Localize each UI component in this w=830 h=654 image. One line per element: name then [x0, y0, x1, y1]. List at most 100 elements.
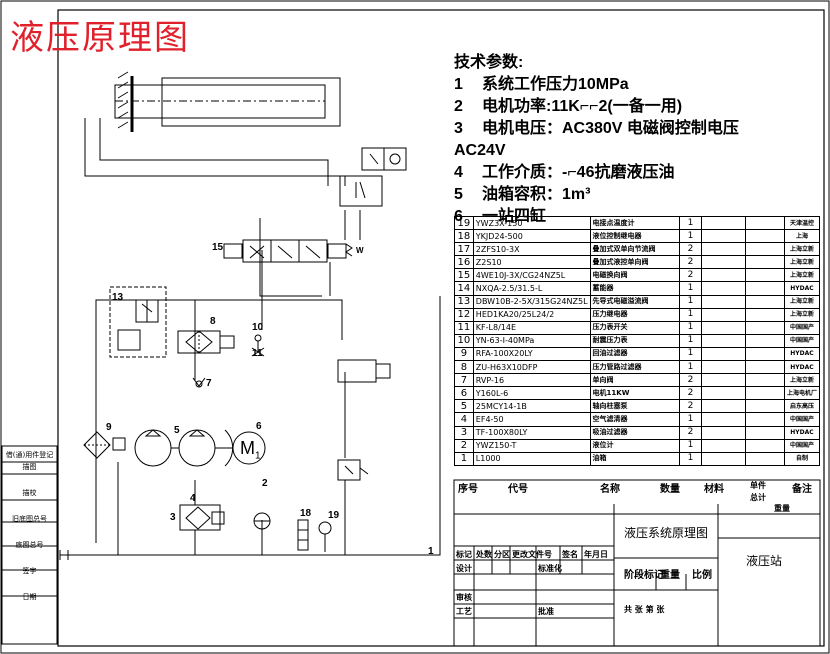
sidebar-grid	[1, 445, 58, 645]
pressure-filter-8	[177, 330, 235, 354]
bom-cell-rem: HYDAC	[783, 281, 821, 296]
bom-cell-nm: 叠加式双单向节流阀	[589, 242, 680, 257]
bom-cell-rem: 自制	[783, 451, 821, 466]
title-block-grid	[453, 479, 821, 647]
bom-cell-mat	[701, 307, 747, 322]
bom-header-qty: 数量	[660, 484, 680, 495]
bom-cell-qty: 2	[678, 373, 703, 388]
bom-cell-qty: 1	[678, 438, 703, 453]
bom-cell-wt	[745, 425, 785, 440]
bom-cell-nm: 先导式电磁溢流阀	[589, 294, 680, 309]
bom-cell-code: L1000	[472, 451, 591, 466]
bom-cell-no: 15	[454, 268, 474, 283]
bom-cell-code: DBW10B-2-5X/315G24NZ5L	[472, 294, 591, 309]
directional-valve-15	[223, 239, 353, 263]
bom-cell-no: 6	[454, 386, 474, 401]
bom-cell-mat	[701, 281, 747, 296]
bom-cell-wt	[745, 399, 785, 414]
label-4: 4	[190, 493, 196, 504]
label-15: 15	[212, 242, 224, 253]
bom-cell-code: 2ZFS10-3X	[472, 242, 591, 257]
bom-cell-nm: 压力继电器	[589, 307, 680, 322]
bom-cell-nm: 空气滤清器	[589, 412, 680, 427]
bom-cell-nm: 电接点温度计	[589, 215, 680, 231]
label-9: 9	[106, 422, 112, 433]
bom-cell-mat	[701, 268, 747, 283]
bom-cell-mat	[701, 215, 747, 231]
bom-cell-nm: 液位控制继电器	[589, 229, 680, 244]
bom-cell-rem: 上海电机厂	[783, 386, 821, 401]
tb-stage: 阶段标记	[624, 570, 664, 581]
bom-cell-code: RVP-16	[472, 373, 591, 388]
bom-cell-rem: 上海立新	[783, 268, 821, 283]
bom-cell-code: YKJD24-500	[472, 229, 591, 244]
bom-cell-mat	[701, 255, 747, 270]
bom-cell-mat	[701, 242, 747, 257]
sidebar-signature: 签字	[22, 567, 37, 575]
bom-cell-nm: 压力管路过滤器	[589, 360, 680, 375]
bom-cell-nm: 油箱	[589, 451, 680, 466]
bom-cell-no: 10	[454, 333, 474, 348]
bom-cell-code: YN-63-I-40MPa	[472, 333, 591, 348]
hydraulic-cylinder	[114, 71, 341, 132]
label-5: 5	[174, 425, 180, 436]
bom-cell-code: HED1KA20/25L24/2	[472, 307, 591, 322]
bom-cell-qty: 1	[678, 451, 703, 466]
bom-cell-rem: 上海立新	[783, 307, 821, 322]
bom-cell-no: 8	[454, 360, 474, 375]
bom-cell-qty: 1	[678, 360, 703, 375]
bom-cell-rem: 中国国产	[783, 333, 821, 348]
thermometer-19	[318, 521, 332, 552]
tb-approve: 批准	[538, 607, 554, 616]
tb-mark: 标记	[456, 550, 472, 559]
bom-cell-no: 19	[454, 215, 474, 231]
bom-cell-no: 17	[454, 242, 474, 257]
bom-cell-wt	[745, 320, 785, 335]
tb-design: 设计	[456, 564, 472, 573]
bom-cell-code: KF-L8/14E	[472, 320, 591, 335]
bom-cell-rem: 天津温控	[783, 215, 821, 231]
bom-cell-nm: 单向阀	[589, 373, 680, 388]
label-18: 18	[300, 508, 312, 519]
bom-cell-no: 4	[454, 412, 474, 427]
sidebar-old-base-no: 旧底图总号	[12, 515, 47, 523]
level-relay-18	[297, 519, 309, 551]
bom-cell-no: 2	[454, 438, 474, 453]
bom-cell-wt	[745, 281, 785, 296]
label-1: 1	[428, 546, 434, 557]
bom-cell-code: ZU-H63X10DFP	[472, 360, 591, 375]
bom-cell-qty: 1	[678, 294, 703, 309]
bom-cell-wt	[745, 215, 785, 231]
motor-symbol: M1	[240, 438, 261, 462]
bom-cell-wt	[745, 307, 785, 322]
bom-cell-mat	[701, 412, 747, 427]
bom-cell-code: YWZ3X-150	[472, 215, 591, 231]
bom-cell-mat	[701, 399, 747, 414]
bom-cell-code: 4WE10J-3X/CG24NZ5L	[472, 268, 591, 283]
relief-valve-13	[109, 286, 167, 358]
bom-header-seq: 序号	[458, 484, 478, 495]
pipe-lines	[84, 118, 361, 555]
bom-cell-qty: 1	[678, 229, 703, 244]
bom-cell-rem: HYDAC	[783, 425, 821, 440]
bom-cell-nm: 吸油过滤器	[589, 425, 680, 440]
bom-cell-wt	[745, 438, 785, 453]
label-6: 6	[256, 421, 262, 432]
bom-cell-qty: 2	[678, 255, 703, 270]
bom-cell-nm: 蓄能器	[589, 281, 680, 296]
bom-header-remark: 备注	[792, 484, 812, 495]
label-11: 11	[252, 348, 263, 359]
bom-cell-no: 3	[454, 425, 474, 440]
